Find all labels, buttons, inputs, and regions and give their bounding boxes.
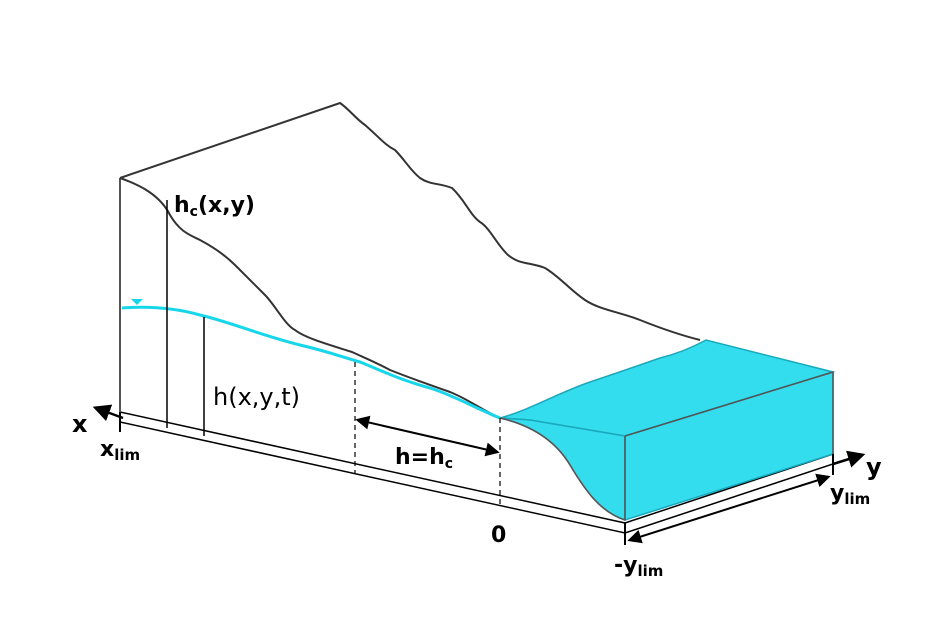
- ylim-label: ylim: [830, 481, 870, 508]
- h-eq-hc-label: h=hc: [395, 445, 453, 472]
- neg-ylim-label: -ylim: [614, 553, 663, 580]
- x-axis-arrow: [92, 404, 124, 422]
- y-range-arrow: [627, 473, 831, 544]
- h-eq-hc-arrow: [355, 415, 500, 457]
- xlim-label: xlim: [100, 437, 140, 464]
- y-axis-label: y: [866, 453, 882, 481]
- water-box-edges: [499, 371, 834, 521]
- terrain-front-profile: [119, 177, 501, 419]
- hc-label: hc(x,y): [174, 193, 255, 220]
- y-axis-arrow: [832, 450, 866, 468]
- water-level-marker-icon: [131, 299, 143, 305]
- terrain-back-ridge: [119, 101, 701, 341]
- h-label: h(x,y,t): [213, 383, 300, 411]
- water-surface-line: [121, 305, 501, 420]
- x-axis-label: x: [72, 410, 88, 438]
- zero-label: 0: [491, 523, 506, 548]
